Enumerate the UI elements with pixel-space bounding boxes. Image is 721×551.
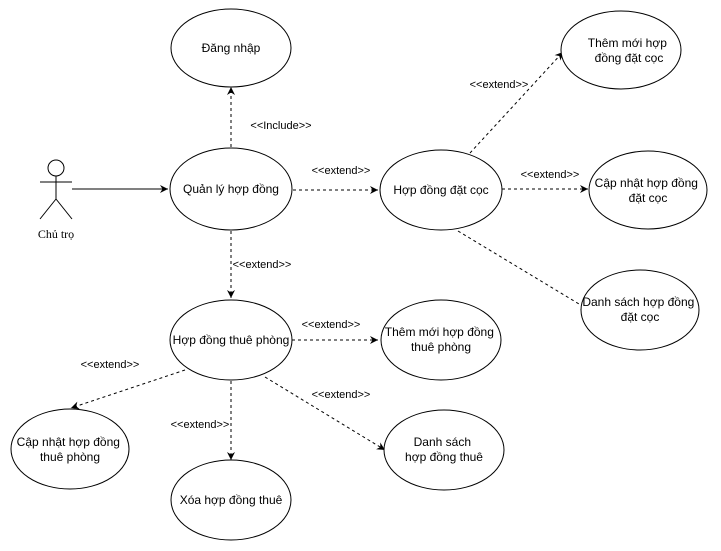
list-rental-label: Danh sách hợp đồng thuê [405, 435, 483, 464]
edge-extend-add-deposit [469, 51, 564, 154]
add-deposit-ellipse [560, 10, 682, 90]
deposit-contract-label: Hợp đồng đặt cọc [393, 183, 488, 197]
use-case-update-rental: Cập nhật hợp đồng thuê phòng [10, 408, 130, 490]
use-case-list-rental: Danh sách hợp đồng thuê [383, 409, 505, 491]
manage-contracts-label: Quản lý hợp đồng [183, 182, 279, 196]
use-case-delete-rental: Xóa hợp đồng thuê [170, 459, 292, 541]
label-extend-list-rental: <<extend>> [312, 389, 371, 401]
list-rental-ellipse [383, 409, 505, 491]
label-extend-update-rental: <<extend>> [81, 359, 140, 371]
list-deposit-label: Danh sách hợp đồng đặt cọc [582, 295, 697, 324]
deposit-contract-ellipse [379, 149, 503, 231]
delete-rental-ellipse [170, 459, 292, 541]
label-extend-deposit: <<extend>> [312, 165, 371, 177]
rental-contract-ellipse [169, 299, 293, 381]
actor-right-leg [55, 198, 73, 220]
edge-extend-update-rental [70, 369, 186, 410]
rental-contract-label: Hợp đồng thuê phòng [173, 333, 290, 347]
label-include: <<Include>> [250, 120, 311, 132]
label-extend-rental: <<extend>> [233, 259, 292, 271]
use-case-add-rental: Thêm mới hợp đồng thuê phòng [380, 299, 502, 381]
update-rental-ellipse [10, 408, 130, 490]
add-deposit-label: Thêm mới hợp đồng đặt cọc [588, 36, 670, 65]
update-deposit-ellipse [588, 150, 708, 230]
label-extend-update-deposit: <<extend>> [521, 169, 580, 181]
use-case-login: Đăng nhập [170, 8, 292, 88]
actor-head [47, 159, 65, 177]
use-case-deposit-contract: Hợp đồng đặt cọc [379, 149, 503, 231]
edge-extend-list-deposit [457, 230, 590, 311]
use-case-manage-contracts: Quản lý hợp đồng [169, 147, 293, 231]
list-deposit-ellipse [580, 269, 700, 351]
use-case-rental-contract: Hợp đồng thuê phòng [169, 299, 293, 381]
actor-chu-tro: Chủ trọ [38, 159, 74, 241]
edge-extend-list-rental [264, 376, 386, 451]
login-ellipse [170, 8, 292, 88]
add-rental-label: Thêm mới hợp đồng thuê phòng [385, 325, 497, 354]
label-extend-delete-rental: <<extend>> [171, 419, 230, 431]
manage-contracts-ellipse [169, 147, 293, 231]
label-extend-add-rental: <<extend>> [302, 319, 361, 331]
update-deposit-label: Cập nhật hợp đồng đặt cọc [595, 176, 702, 205]
actor-left-leg [39, 198, 57, 220]
edge-labels: <<Include>> <<extend>> <<extend>> <<exte… [81, 79, 580, 431]
use-case-add-deposit: Thêm mới hợp đồng đặt cọc [560, 10, 682, 90]
login-label: Đăng nhập [202, 41, 261, 55]
update-rental-label: Cập nhật hợp đồng thuê phòng [17, 435, 124, 464]
use-case-list-deposit: Danh sách hợp đồng đặt cọc [580, 269, 700, 351]
use-case-update-deposit: Cập nhật hợp đồng đặt cọc [588, 150, 708, 230]
delete-rental-label: Xóa hợp đồng thuê [180, 493, 283, 507]
actor-label: Chủ trọ [38, 227, 74, 241]
label-extend-add-deposit: <<extend>> [470, 79, 529, 91]
add-rental-ellipse [380, 299, 502, 381]
edges [70, 51, 590, 460]
